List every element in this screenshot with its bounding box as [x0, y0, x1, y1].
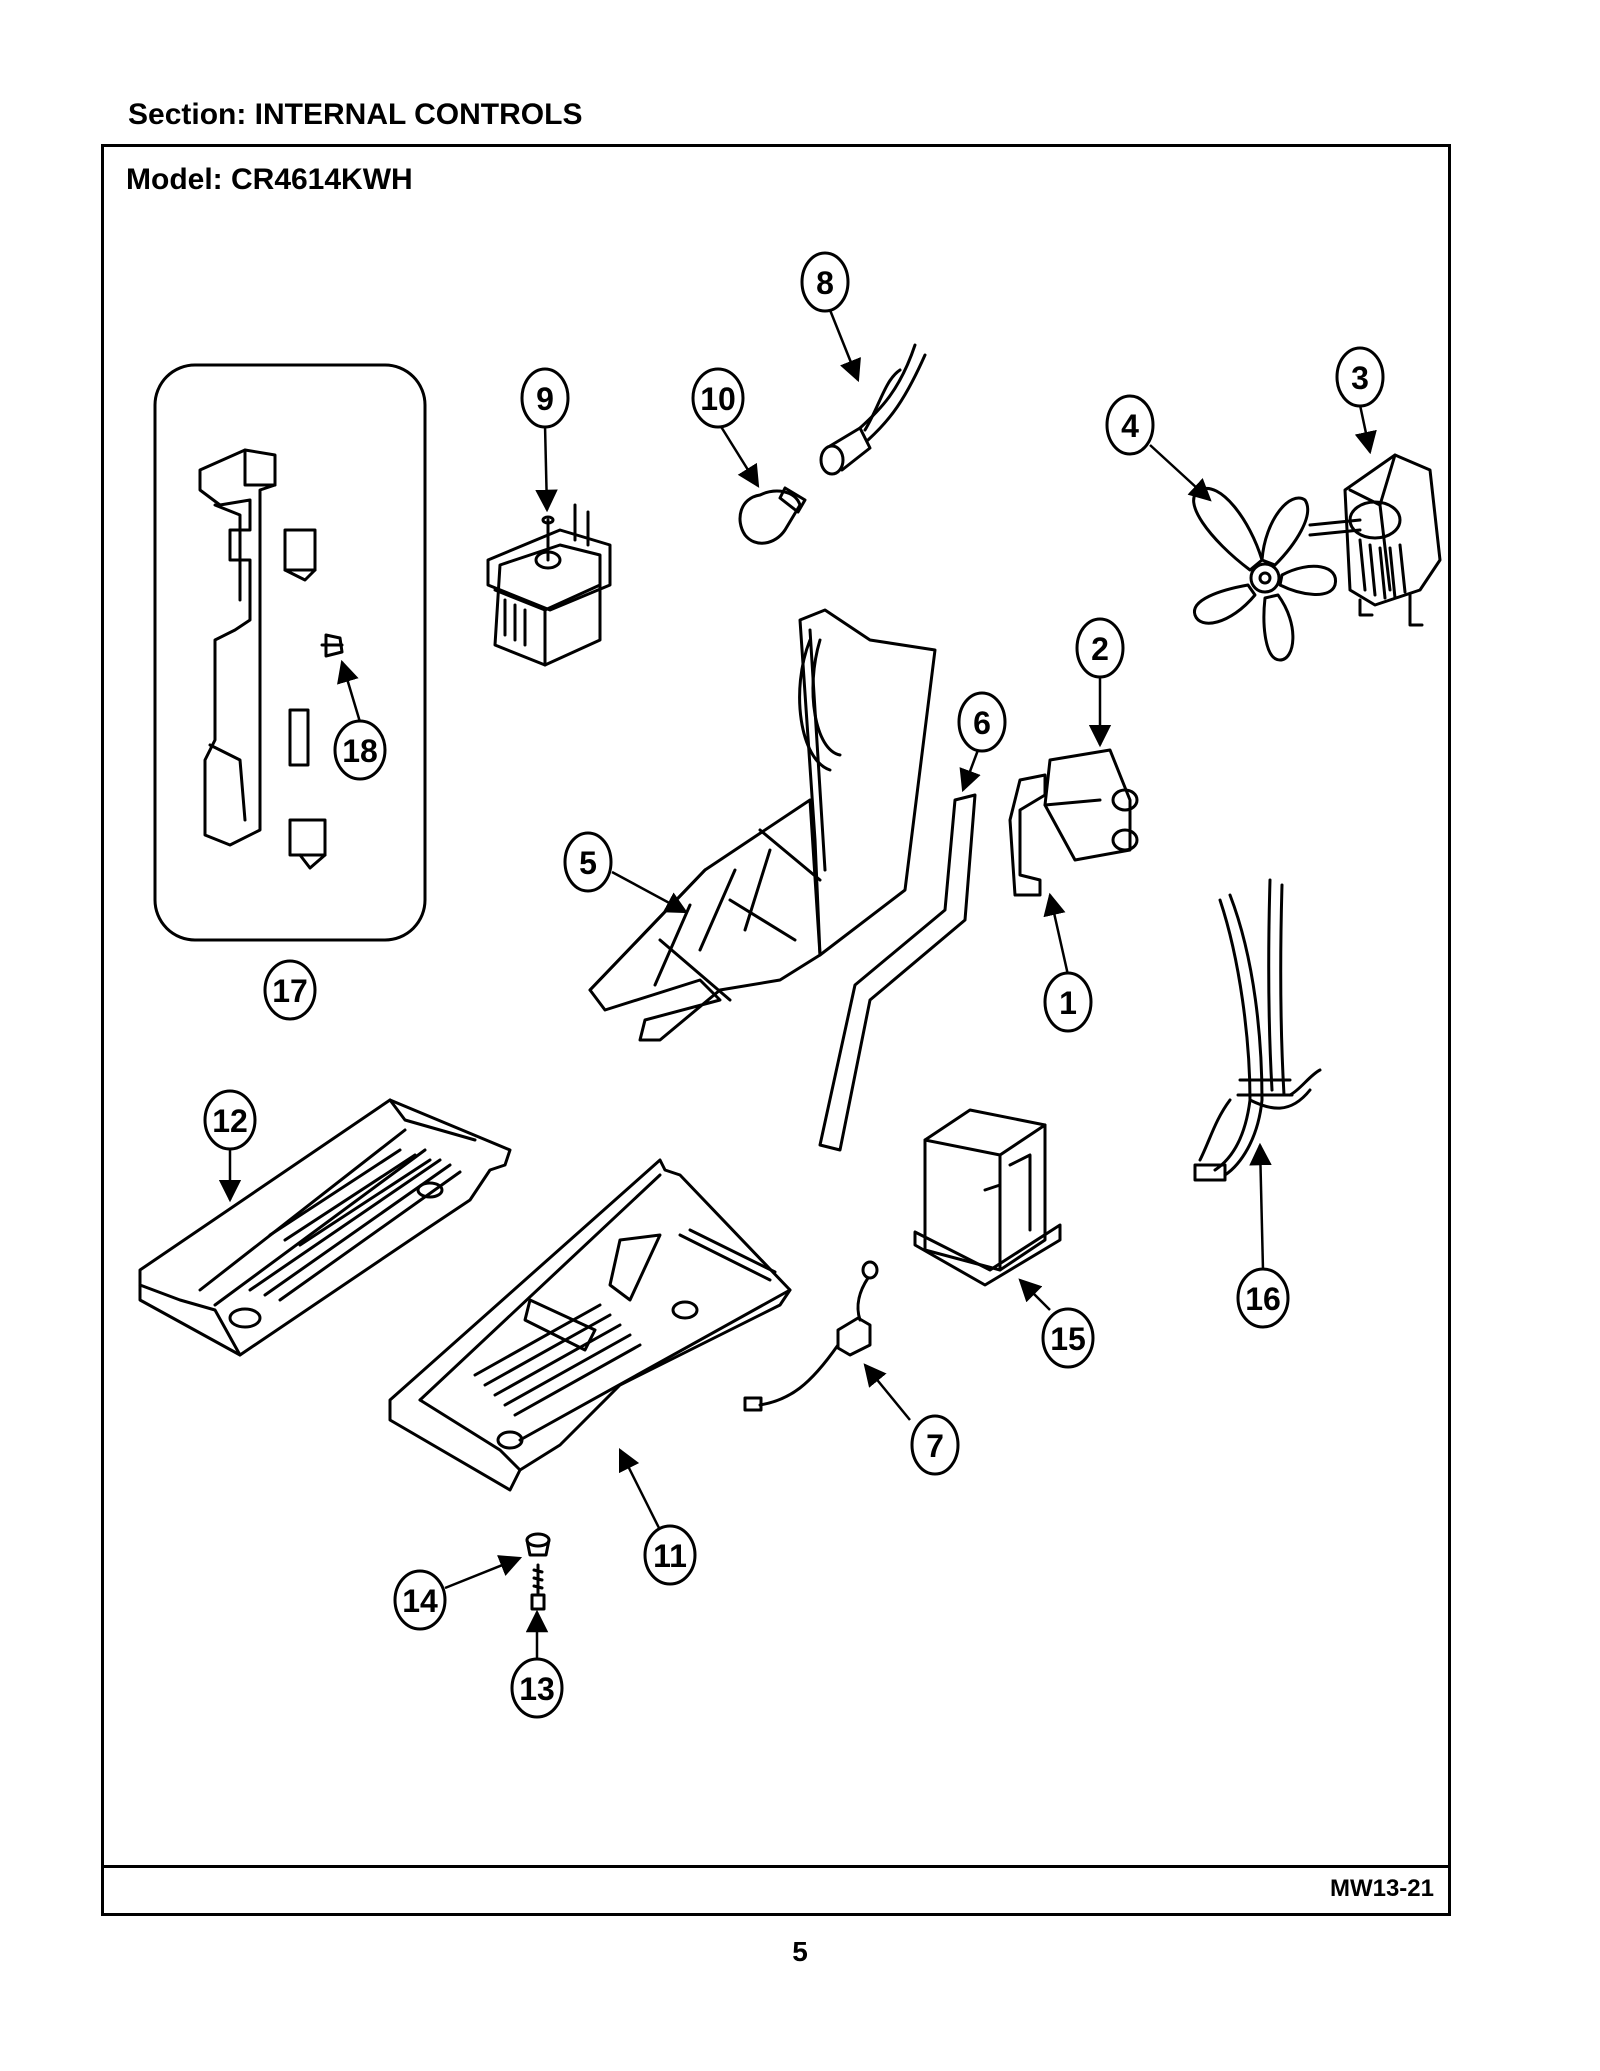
callout-labels: 1 2 3 4 5 6 7 8	[203, 251, 1385, 1719]
svg-text:6: 6	[973, 705, 991, 741]
svg-text:7: 7	[926, 1428, 944, 1464]
callout-9: 9	[520, 367, 570, 429]
svg-text:13: 13	[519, 1671, 555, 1707]
part-magnetron	[486, 503, 612, 667]
svg-text:14: 14	[402, 1583, 438, 1619]
part-lamp-bulb	[738, 486, 807, 545]
svg-text:5: 5	[579, 845, 597, 881]
callout-8: 8	[800, 251, 850, 313]
part-wire-harness	[1193, 878, 1322, 1182]
svg-text:12: 12	[212, 1103, 248, 1139]
callout-13: 13	[510, 1657, 564, 1719]
part-grommet	[525, 1532, 551, 1557]
callout-15: 15	[1041, 1307, 1095, 1369]
part-screw	[530, 1563, 546, 1611]
callout-1: 1	[1043, 971, 1093, 1033]
part-air-guide	[588, 608, 937, 1042]
svg-text:4: 4	[1121, 408, 1139, 444]
callout-10: 10	[691, 367, 745, 429]
svg-text:16: 16	[1245, 1281, 1281, 1317]
diagram-frame: Model: CR4614KWH MW13-21	[101, 144, 1451, 1916]
callout-2: 2	[1075, 617, 1125, 679]
svg-text:9: 9	[536, 381, 554, 417]
callout-17: 17	[263, 959, 317, 1021]
svg-text:3: 3	[1351, 360, 1369, 396]
part-capacitor-bracket	[1008, 773, 1047, 897]
part-fan-blade	[1192, 486, 1337, 662]
svg-text:11: 11	[653, 1538, 687, 1574]
model-title: Model: CR4614KWH	[126, 163, 413, 196]
page-number: 5	[792, 1936, 808, 1967]
callout-6: 6	[957, 691, 1007, 753]
svg-text:15: 15	[1050, 1321, 1086, 1357]
callout-3: 3	[1335, 346, 1385, 408]
footer-divider	[104, 1865, 1448, 1868]
callout-4: 4	[1105, 394, 1155, 456]
part-capacitor	[1043, 748, 1139, 862]
callout-7: 7	[910, 1414, 960, 1476]
callout-18: 18	[333, 719, 387, 781]
leader-arrows	[218, 309, 1377, 1660]
part-thermal-sensor	[743, 1260, 879, 1412]
section-title: Section: INTERNAL CONTROLS	[128, 98, 583, 131]
callout-12: 12	[203, 1089, 257, 1151]
part-fan-motor	[1308, 453, 1442, 627]
svg-text:17: 17	[272, 973, 308, 1009]
part-transformer	[913, 1108, 1062, 1287]
callout-16: 16	[1236, 1267, 1290, 1329]
svg-text:10: 10	[700, 381, 736, 417]
callout-11: 11	[643, 1524, 697, 1586]
part-door-interlock-assembly	[153, 363, 427, 942]
part-lamp-socket	[819, 343, 927, 476]
svg-text:1: 1	[1059, 985, 1077, 1021]
document-code: MW13-21	[1329, 1875, 1434, 1902]
svg-text:8: 8	[816, 265, 834, 301]
part-base-plate-top	[138, 1098, 512, 1357]
callout-14: 14	[393, 1569, 447, 1631]
callout-5: 5	[563, 831, 613, 893]
svg-text:18: 18	[342, 733, 378, 769]
part-cover-strip	[818, 793, 977, 1152]
svg-text:2: 2	[1091, 631, 1109, 667]
part-base-plate-bottom	[388, 1158, 792, 1492]
